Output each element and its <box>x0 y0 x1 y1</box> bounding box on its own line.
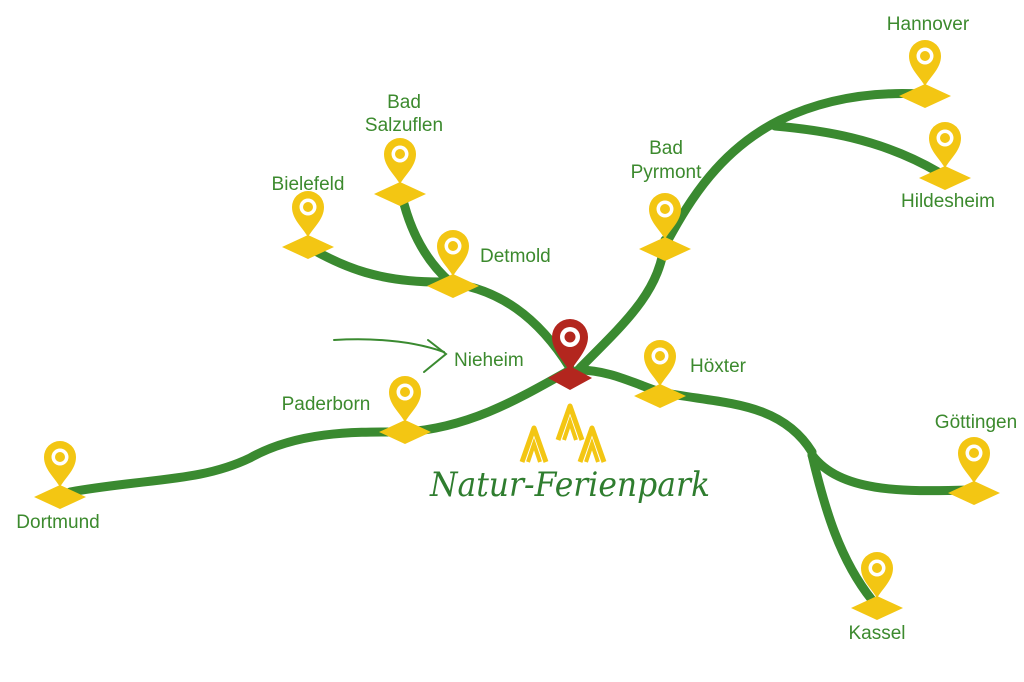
map-pin-icon-dortmund[interactable] <box>34 441 86 509</box>
brand-wordmark: Natur-Ferienpark <box>429 465 710 505</box>
road-nieheim-hoexter <box>573 365 665 397</box>
map-pin-icon-hoexter[interactable] <box>634 340 686 408</box>
city-label-detmold: Detmold <box>480 246 551 267</box>
city-label-bad-pyrmont-line2: Pyrmont <box>631 162 702 183</box>
map-pin-icon-bad-salzuflen[interactable] <box>374 138 426 206</box>
road-network <box>65 89 975 605</box>
city-label-dortmund: Dortmund <box>16 512 99 533</box>
city-label-goettingen: Göttingen <box>935 412 1017 433</box>
map-pin-icon-hannover[interactable] <box>899 40 951 108</box>
map-pin-icon-goettingen[interactable] <box>948 437 1000 505</box>
road-pyrmont-hannover <box>663 89 925 245</box>
road-dortmund-nieheim <box>65 365 575 497</box>
arrow-icon <box>333 338 448 373</box>
city-label-paderborn: Paderborn <box>282 394 371 415</box>
map-pin-icon-bad-pyrmont[interactable] <box>639 193 691 261</box>
city-label-bad-salzuflen-line1: Bad <box>387 92 421 113</box>
road-goettingen <box>807 450 975 496</box>
home-location-pin-icon[interactable] <box>548 319 592 390</box>
city-label-hildesheim: Hildesheim <box>901 191 995 212</box>
map-pin-icon-paderborn[interactable] <box>379 376 431 444</box>
home-label-nieheim: Nieheim <box>454 350 524 371</box>
city-label-hoexter: Höxter <box>690 356 747 377</box>
map-pin-icon-bielefeld[interactable] <box>282 191 334 259</box>
road-salzuflen-detmold <box>397 191 455 287</box>
city-label-hannover: Hannover <box>887 14 970 35</box>
map-pin-icon-hildesheim[interactable] <box>919 122 971 190</box>
city-label-bad-pyrmont-line1: Bad <box>649 138 683 159</box>
city-label-bad-salzuflen-line2: Salzuflen <box>365 115 443 136</box>
ferienpark-logo-icon <box>522 406 604 462</box>
city-label-bielefeld: Bielefeld <box>272 174 345 195</box>
road-kassel <box>807 450 877 605</box>
road-branch-hildesheim <box>770 121 943 177</box>
city-label-kassel: Kassel <box>848 623 905 644</box>
road-hoexter-junction <box>655 387 817 457</box>
